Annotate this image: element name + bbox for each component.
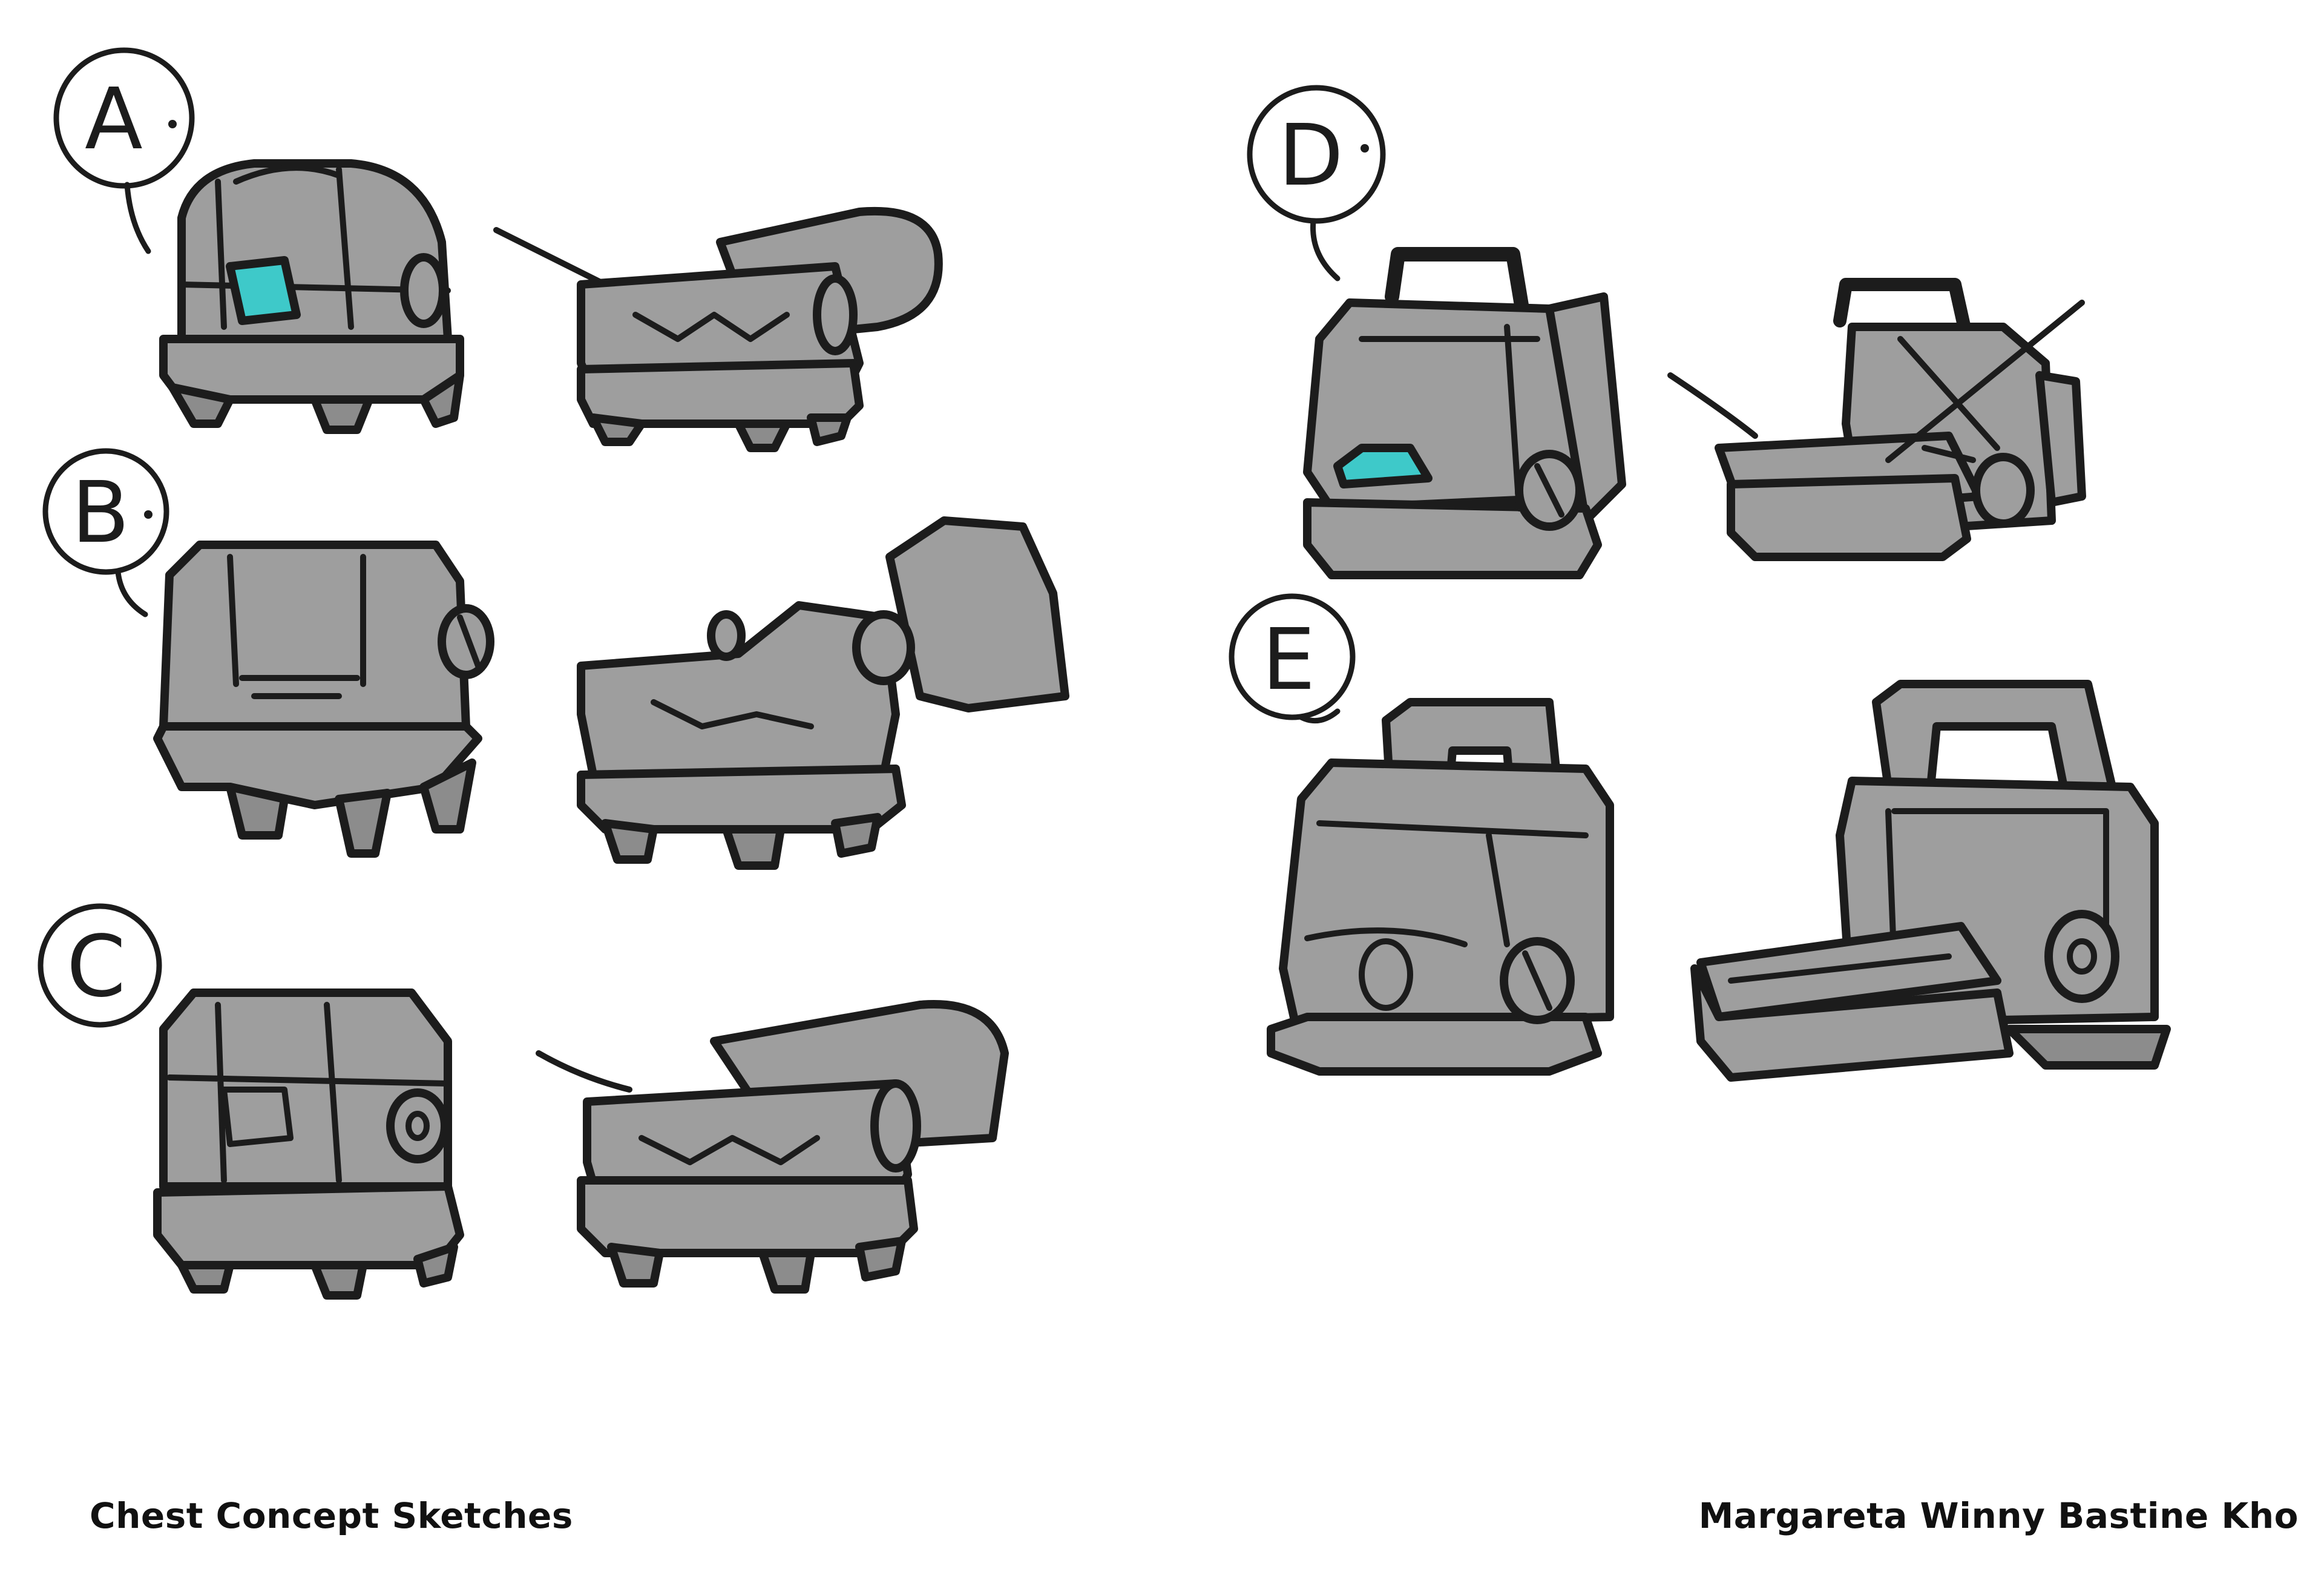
sketch-d-closed [1307, 254, 1622, 575]
sketch-b-open [581, 521, 1065, 866]
sketch-d-open [1670, 285, 2082, 557]
sketch-c-closed [157, 993, 460, 1295]
sketch-e-closed [1271, 702, 1610, 1071]
sketch-c-open [539, 1004, 1005, 1289]
sketch-b-closed [157, 545, 490, 854]
label-d: D [1250, 88, 1383, 278]
sketch-a-closed [163, 163, 460, 430]
label-e: E [1232, 596, 1353, 721]
sketch-e-open [1695, 684, 2167, 1077]
label-b: B [45, 451, 166, 614]
label-c: C [41, 906, 159, 1025]
label-d-letter: D [1278, 107, 1344, 205]
label-e-letter: E [1262, 611, 1315, 709]
artist-credit: Margareta Winny Bastine Kho [1698, 1495, 2299, 1536]
label-a: A [56, 50, 192, 251]
label-c-letter: C [67, 918, 126, 1016]
label-a-letter: A [85, 70, 143, 169]
sheet-title: Chest Concept Sketches [90, 1495, 573, 1536]
label-b-letter: B [71, 464, 130, 562]
sketch-a-open [496, 211, 939, 448]
